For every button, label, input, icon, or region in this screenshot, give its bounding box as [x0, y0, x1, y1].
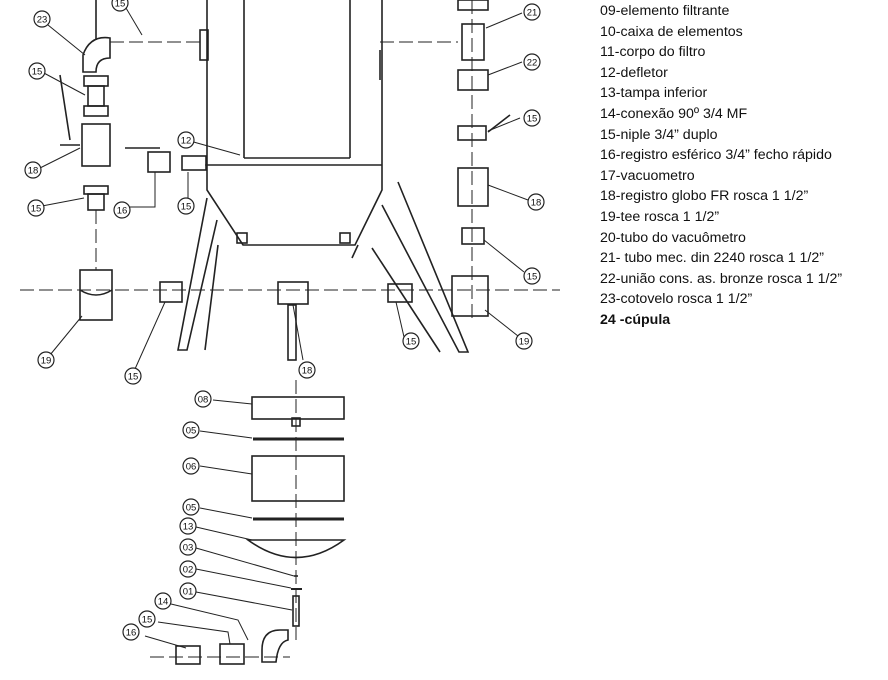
legend-item: 10-caixa de elementos [600, 23, 743, 40]
callout-number: 16 [117, 206, 128, 217]
callout-15: 15 [138, 610, 156, 628]
left-pipe-assembly [59, 0, 113, 321]
legend-item: 14-conexão 90º 3/4 MF [600, 106, 748, 122]
callout-08: 08 [194, 390, 212, 408]
callout-number: 19 [519, 337, 530, 348]
callout-12: 12 [177, 131, 195, 149]
callout-number: 23 [37, 15, 48, 26]
centre-lines [20, 0, 560, 640]
callout-number: 15 [181, 202, 192, 213]
filter-legs [177, 181, 470, 353]
callout-18: 18 [527, 193, 545, 211]
callout-number: 12 [181, 136, 192, 147]
callout-number: 15 [115, 0, 126, 10]
callout-15: 15 [124, 367, 142, 385]
right-pipe-assembly [387, 0, 511, 317]
callout-15: 15 [523, 267, 541, 285]
callout-19: 19 [37, 351, 55, 369]
middle-valve-row [125, 147, 309, 361]
callout-number: 14 [158, 597, 169, 608]
callout-group: 15 23 15 18 12 16 15 15 21 22 15 18 15 19 15 18 15 19 08 05… [24, 0, 545, 641]
callout-05: 05 [182, 421, 200, 439]
callout-number: 15 [406, 337, 417, 348]
callout-number: 05 [186, 426, 197, 437]
callout-number: 08 [198, 395, 209, 406]
callout-22: 22 [523, 53, 541, 71]
legend-item: 23-cotovelo rosca 1 1/2” [600, 291, 753, 308]
callout-18: 18 [24, 161, 42, 179]
callout-number: 18 [531, 198, 542, 209]
callout-number: 22 [527, 58, 538, 69]
callout-15: 15 [523, 109, 541, 127]
callout-23: 23 [33, 10, 51, 28]
legend-item: 20-tubo do vacuômetro [600, 229, 746, 246]
callout-05: 05 [182, 498, 200, 516]
callout-16: 16 [113, 201, 131, 219]
callout-06: 06 [182, 457, 200, 475]
callout-number: 18 [28, 166, 39, 177]
callout-19: 19 [515, 332, 533, 350]
legend-item: 16-registro esférico 3/4” fecho rápido [600, 147, 832, 164]
callout-number: 15 [128, 372, 139, 383]
callout-number: 13 [183, 522, 194, 533]
callout-number: 02 [183, 565, 194, 576]
callout-03: 03 [179, 538, 197, 556]
callout-number: 03 [183, 543, 194, 554]
leader-lines [39, 7, 529, 649]
legend-item: 13-tampa inferior [600, 85, 708, 102]
legend-item: 09-elemento filtrante [600, 3, 730, 19]
legend-item: 19-tee rosca 1 1/2” [600, 209, 720, 225]
legend-item: 12-defletor [600, 64, 668, 81]
callout-21: 21 [523, 3, 541, 21]
callout-number: 06 [186, 462, 197, 473]
callout-14: 14 [154, 592, 172, 610]
callout-15: 15 [177, 197, 195, 215]
callout-15: 15 [111, 0, 129, 12]
legend-item: 21- tubo mec. din 2240 rosca 1 1/2” [600, 250, 824, 267]
callout-number: 21 [527, 8, 538, 19]
lower-parts [150, 396, 347, 665]
callout-16: 16 [122, 623, 140, 641]
callout-13: 13 [179, 517, 197, 535]
callout-number: 15 [142, 615, 153, 626]
callout-15: 15 [402, 332, 420, 350]
callout-18: 18 [298, 361, 316, 379]
callout-number: 18 [302, 366, 313, 377]
callout-02: 02 [179, 560, 197, 578]
legend-item: 11-corpo do filtro [600, 44, 706, 61]
callout-number: 15 [527, 114, 538, 125]
callout-number: 15 [32, 67, 43, 78]
filter-body [199, 0, 383, 259]
callout-number: 15 [31, 204, 42, 215]
callout-number: 15 [527, 272, 538, 283]
callout-number: 05 [186, 503, 197, 514]
callout-15: 15 [28, 62, 46, 80]
exploded-filter-diagram: 15 23 15 18 12 16 15 15 21 22 15 18 15 19 15 18 15 19 08 05… [20, 0, 560, 665]
nipple-left [159, 281, 183, 303]
callout-number: 01 [183, 587, 194, 598]
legend-item: 15-niple 3/4” duplo [600, 126, 718, 143]
legend-item: 17-vacuometro [600, 167, 695, 184]
legend-item: 24 -cúpula [600, 312, 671, 328]
callout-number: 16 [126, 628, 137, 639]
callout-15: 15 [27, 199, 45, 217]
callout-01: 01 [179, 582, 197, 600]
callout-number: 19 [41, 356, 52, 367]
legend-item: 18-registro globo FR rosca 1 1/2” [600, 188, 809, 205]
legend-item: 22-união cons. as. bronze rosca 1 1/2” [600, 270, 843, 287]
